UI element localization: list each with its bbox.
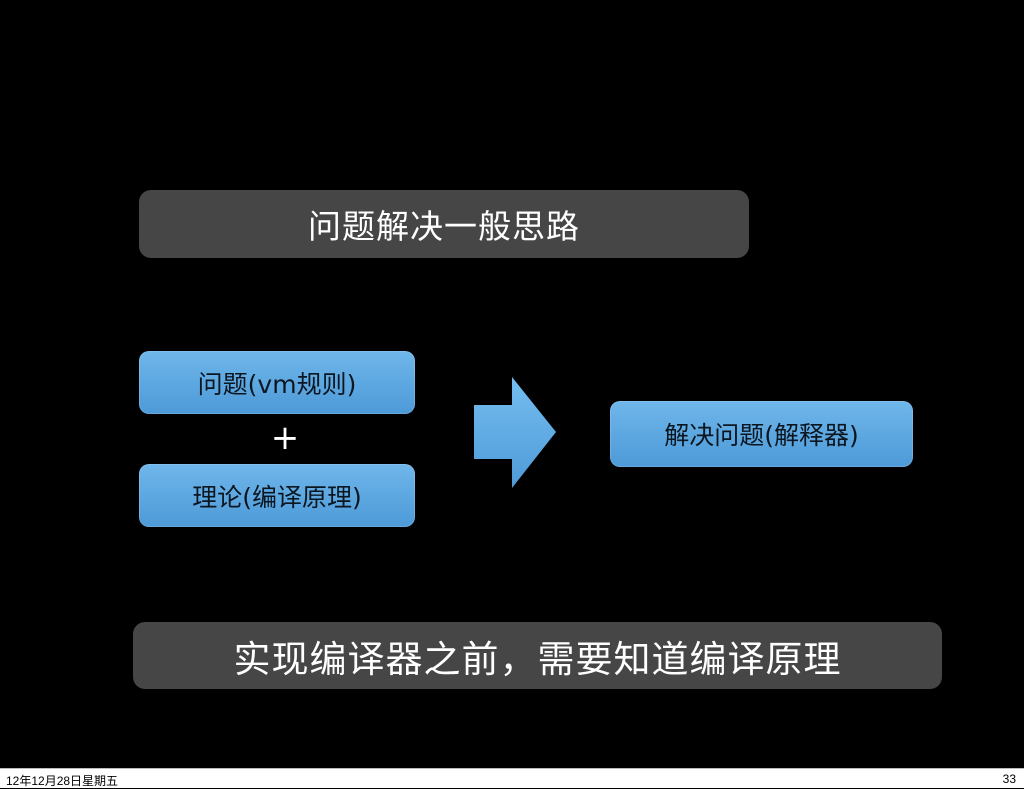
problem-box: 问题(vm规则) [139,351,415,414]
solution-box: 解决问题(解释器) [610,401,913,467]
theory-box: 理论(编译原理) [139,464,415,527]
conclusion-box: 实现编译器之前，需要知道编译原理 [133,622,942,689]
right-arrow-icon [474,377,556,488]
slide-title: 问题解决一般思路 [139,190,749,258]
footer-date: 12年12月28日星期五 [6,774,119,788]
slide: 问题解决一般思路 问题(vm规则) + 理论(编译原理) 解决问题(解释器) 实… [133,190,942,689]
page-number: 33 [1002,772,1016,786]
footer-bar: 12年12月28日星期五 33 [0,768,1024,788]
plus-sign: + [270,418,300,458]
